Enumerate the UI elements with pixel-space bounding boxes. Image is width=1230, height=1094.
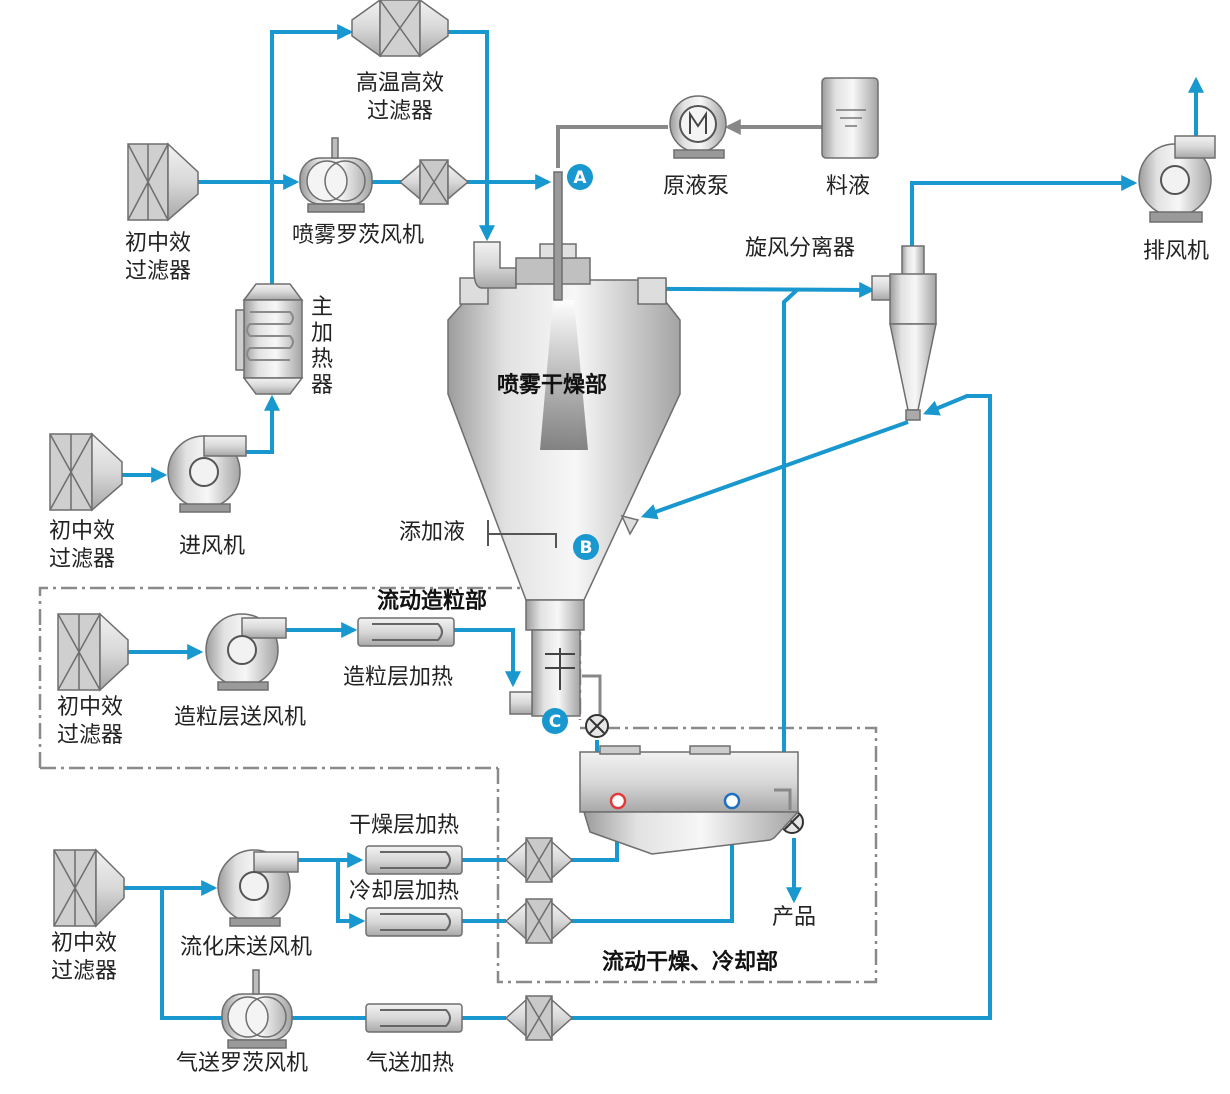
label-cool-heater: 冷却层加热 — [349, 879, 459, 904]
dry-cool-boundary — [496, 726, 878, 984]
filter-inlet — [49, 432, 123, 512]
label-granulation-heater: 造粒层加热 — [343, 665, 453, 690]
pipe-fan-to-heater — [246, 394, 280, 454]
filter-dry-line — [504, 837, 574, 883]
marker-b: B — [573, 534, 599, 560]
conveying-heater — [365, 1003, 463, 1033]
label-pump: 原液泵 — [663, 174, 729, 199]
dry-heater — [365, 845, 463, 875]
main-heater — [235, 283, 304, 395]
label-granulation-section: 流动造粒部 — [377, 588, 487, 614]
label-filter-bottom: 初中效过滤器 — [51, 931, 117, 984]
label-conveying-heater: 气送加热 — [366, 1051, 454, 1076]
pipe-fines-return — [640, 420, 909, 520]
fluid-bed — [579, 745, 800, 855]
label-inlet-fan: 进风机 — [179, 534, 245, 559]
label-spray-section: 喷雾干燥部 — [497, 372, 607, 398]
cool-heater — [365, 907, 463, 937]
label-filter-inlet: 初中效过滤器 — [49, 519, 115, 572]
marker-b-text: B — [580, 538, 593, 558]
pipe-fluidbed-filter-main — [124, 886, 222, 1020]
inlet-fan — [167, 435, 247, 513]
filter-granulation — [57, 612, 129, 692]
label-conveying-blower: 气送罗茨风机 — [176, 1051, 308, 1076]
liquid-pipes — [556, 119, 822, 168]
marker-a: A — [567, 164, 593, 190]
filter-top — [127, 142, 199, 222]
label-fluid-bed-fan: 流化床送风机 — [180, 935, 312, 960]
fluid-bed-fan — [217, 849, 299, 927]
pipe-heater-to-hepa — [270, 24, 354, 300]
pipe-fluidbed-exhaust — [782, 288, 799, 754]
rotary-valve-upper — [585, 714, 609, 738]
filter-bottom — [53, 848, 125, 928]
label-product: 产品 — [772, 905, 816, 930]
exhaust-fan — [1138, 135, 1216, 223]
filter-conveying-line — [504, 995, 574, 1041]
pipe-granulation-heater-to-bed — [454, 628, 521, 688]
pipe-pump-to-nozzle — [556, 125, 668, 168]
labels: 高温高效过滤器 初中效过滤器 喷雾罗茨风机 主加热器 初中效过滤器 进风机 原液… — [49, 71, 1209, 1076]
label-feed: 料液 — [826, 174, 870, 199]
conveying-blower — [221, 969, 293, 1049]
label-additive: 添加液 — [399, 520, 465, 545]
label-cyclone: 旋风分离器 — [745, 236, 855, 261]
feed-tank — [821, 77, 879, 159]
pipe-hepa-to-chamber — [448, 30, 495, 242]
feed-pump — [669, 95, 727, 159]
cyclone — [871, 245, 937, 421]
label-exhaust-fan: 排风机 — [1143, 239, 1209, 264]
label-hepa: 高温高效过滤器 — [356, 71, 444, 124]
label-granulation-fan: 造粒层送风机 — [174, 705, 306, 730]
label-main-heater: 主加热器 — [311, 295, 333, 398]
marker-c: C — [542, 708, 568, 734]
pipe-cyclone-to-exhaust — [910, 175, 1138, 246]
label-spray-blower: 喷雾罗茨风机 — [292, 223, 424, 248]
marker-a-text: A — [573, 168, 587, 188]
pipe-cool-filter-to-bed — [570, 812, 740, 923]
pipe-conveying-return — [570, 394, 992, 1020]
filter-spray-line — [398, 159, 470, 205]
granulation-fan — [205, 613, 287, 691]
granulation-heater — [357, 617, 455, 647]
spray-blower — [299, 137, 373, 213]
label-dry-heater: 干燥层加热 — [349, 813, 459, 838]
label-filter-top: 初中效过滤器 — [125, 231, 191, 284]
filter-cool-line — [504, 898, 574, 944]
marker-c-text: C — [549, 712, 561, 732]
hepa-filter — [351, 0, 449, 58]
pipe-fan-to-cool-heater — [336, 860, 366, 929]
air-pipes — [122, 24, 1204, 1020]
label-dry-cool-section: 流动干燥、冷却部 — [602, 949, 778, 975]
spray-dryer — [447, 171, 681, 717]
label-filter-granulation: 初中效过滤器 — [57, 695, 123, 748]
